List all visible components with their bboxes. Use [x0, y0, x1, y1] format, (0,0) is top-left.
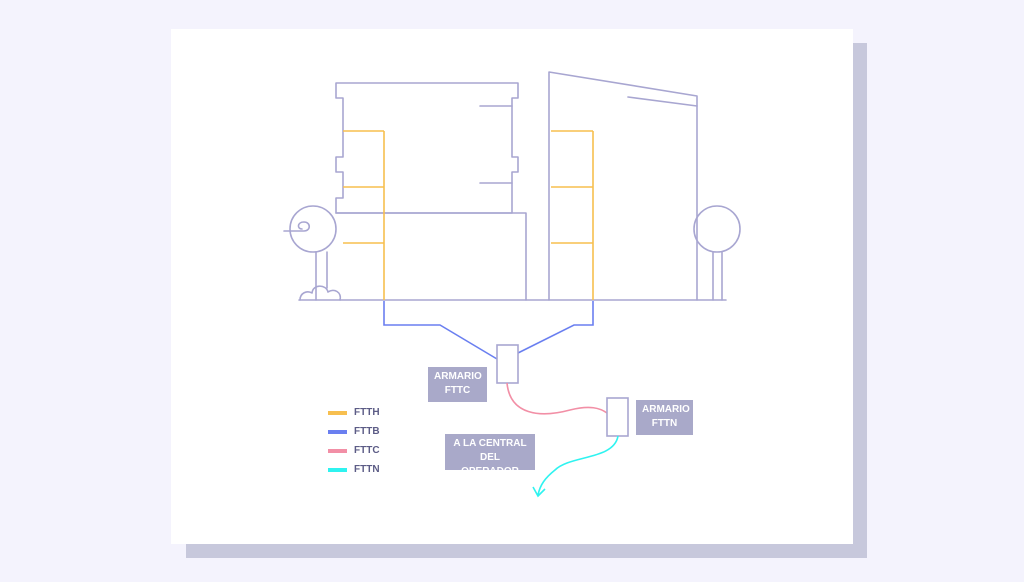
legend-item-fttc: FTTC — [328, 441, 380, 460]
legend-item-fttn: FTTN — [328, 460, 380, 479]
left-building — [335, 82, 519, 214]
armario-fttn-label: ARMARIO FTTN — [636, 400, 693, 435]
right-building — [548, 71, 698, 301]
buildings-outline — [283, 71, 741, 301]
fttn-arrow — [532, 486, 546, 498]
legend-swatch-fttc — [328, 448, 347, 453]
fttb-lines — [383, 301, 594, 360]
left-tree — [289, 205, 337, 253]
left-building-lower-wing — [335, 212, 527, 301]
fttc-cabinet — [496, 344, 519, 384]
bush — [299, 285, 342, 301]
ftth-lines — [343, 130, 594, 300]
legend-label-fttn: FTTN — [354, 464, 380, 475]
fttn-line — [537, 435, 619, 496]
legend-label-ftth: FTTH — [354, 407, 380, 418]
legend-swatch-fttn — [328, 467, 347, 472]
legend-item-ftth: FTTH — [328, 403, 380, 422]
legend-swatch-fttb — [328, 429, 347, 434]
legend-item-fttb: FTTB — [328, 422, 380, 441]
right-tree — [693, 205, 741, 253]
fttn-cabinet — [606, 397, 629, 437]
armario-fttc-label: ARMARIO FTTC — [428, 367, 487, 402]
legend-label-fttc: FTTC — [354, 445, 380, 456]
legend-swatch-ftth — [328, 410, 347, 415]
fttc-line — [506, 382, 608, 415]
central-operador-label: A LA CENTRAL DEL OPERADOR — [445, 434, 535, 477]
legend-label-fttb: FTTB — [354, 426, 380, 437]
legend: FTTH FTTB FTTC FTTN — [328, 403, 380, 479]
